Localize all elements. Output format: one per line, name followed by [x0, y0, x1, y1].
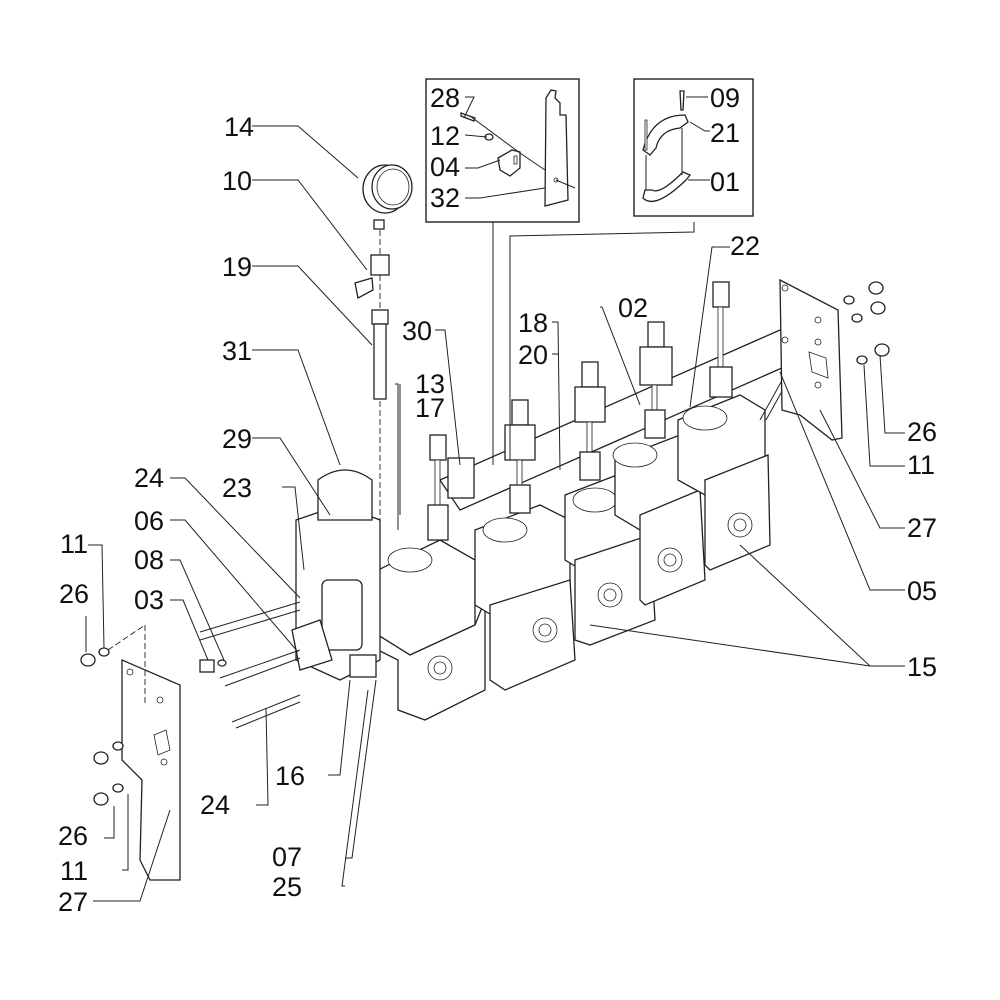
callout-label: 16	[275, 761, 305, 791]
callout-label: 29	[222, 424, 252, 454]
callout-label: 12	[430, 121, 460, 151]
callout-label: 24	[134, 463, 164, 493]
callout-label: 30	[402, 316, 432, 346]
washer-11	[98, 647, 110, 657]
callout-label: 25	[272, 872, 302, 902]
part-30	[447, 457, 475, 499]
manifold-body	[199, 281, 807, 729]
callout-label: 22	[730, 231, 760, 261]
valve-module	[474, 504, 576, 691]
fitting-part	[370, 254, 390, 276]
callout-label: 28	[430, 83, 460, 113]
valve-module	[564, 469, 656, 646]
callout-label: 13	[415, 369, 445, 399]
clamp-upper-part	[642, 114, 689, 156]
solenoid-connector	[574, 361, 606, 481]
callout-label: 11	[60, 856, 88, 886]
pipe-part	[373, 323, 387, 400]
callout-label: 19	[222, 252, 252, 282]
solenoid-connector	[709, 281, 733, 398]
screw-part	[679, 90, 685, 111]
callout-labels: 28 12 04 32 09 21 01 14 10 19 31 30 13 1…	[58, 83, 937, 917]
callout-label: 24	[200, 790, 230, 820]
callout-label: 05	[907, 576, 937, 606]
callout-label: 07	[272, 842, 302, 872]
callout-label: 32	[430, 183, 460, 213]
callout-label: 26	[907, 417, 937, 447]
callout-label: 21	[710, 118, 740, 148]
callout-label: 20	[518, 340, 548, 370]
callout-label: 11	[907, 450, 935, 480]
callout-label: 18	[518, 308, 548, 338]
callout-label: 06	[134, 506, 164, 536]
cap-nut-26	[80, 653, 96, 667]
callout-label: 10	[222, 166, 252, 196]
callout-label: 11	[60, 529, 88, 559]
callout-label: 14	[224, 112, 254, 142]
callout-label: 01	[710, 167, 740, 197]
filter-cap	[317, 469, 373, 521]
pressure-gauge-assembly	[252, 125, 413, 600]
callout-label: 03	[134, 585, 164, 615]
solenoid-connector	[639, 321, 673, 439]
valve-module	[677, 394, 771, 571]
callout-label: 09	[710, 83, 740, 113]
callout-label: 04	[430, 152, 460, 182]
callout-label: 27	[907, 513, 937, 543]
callout-label: 27	[58, 887, 88, 917]
filter-cartridge	[321, 579, 363, 651]
callout-label: 17	[415, 393, 445, 423]
callout-label: 08	[134, 545, 164, 575]
clamp-lower-part	[642, 171, 692, 203]
end-plate-left	[121, 659, 181, 881]
callout-label: 31	[222, 336, 252, 366]
callout-label: 02	[618, 293, 648, 323]
inset-right	[633, 78, 754, 217]
callout-label: 15	[907, 652, 937, 682]
callout-label: 26	[58, 821, 88, 851]
spacer-03	[199, 659, 215, 673]
valve-module	[377, 539, 486, 721]
callout-label: 23	[222, 473, 252, 503]
solenoid-connector	[427, 434, 449, 541]
bracket-plate-part	[544, 89, 569, 207]
callout-label: 26	[59, 579, 89, 609]
inset-left	[425, 78, 580, 223]
leader-lines	[85, 222, 905, 902]
washer-08	[217, 659, 227, 667]
right-hardware	[779, 278, 890, 441]
left-hardware	[80, 624, 227, 881]
